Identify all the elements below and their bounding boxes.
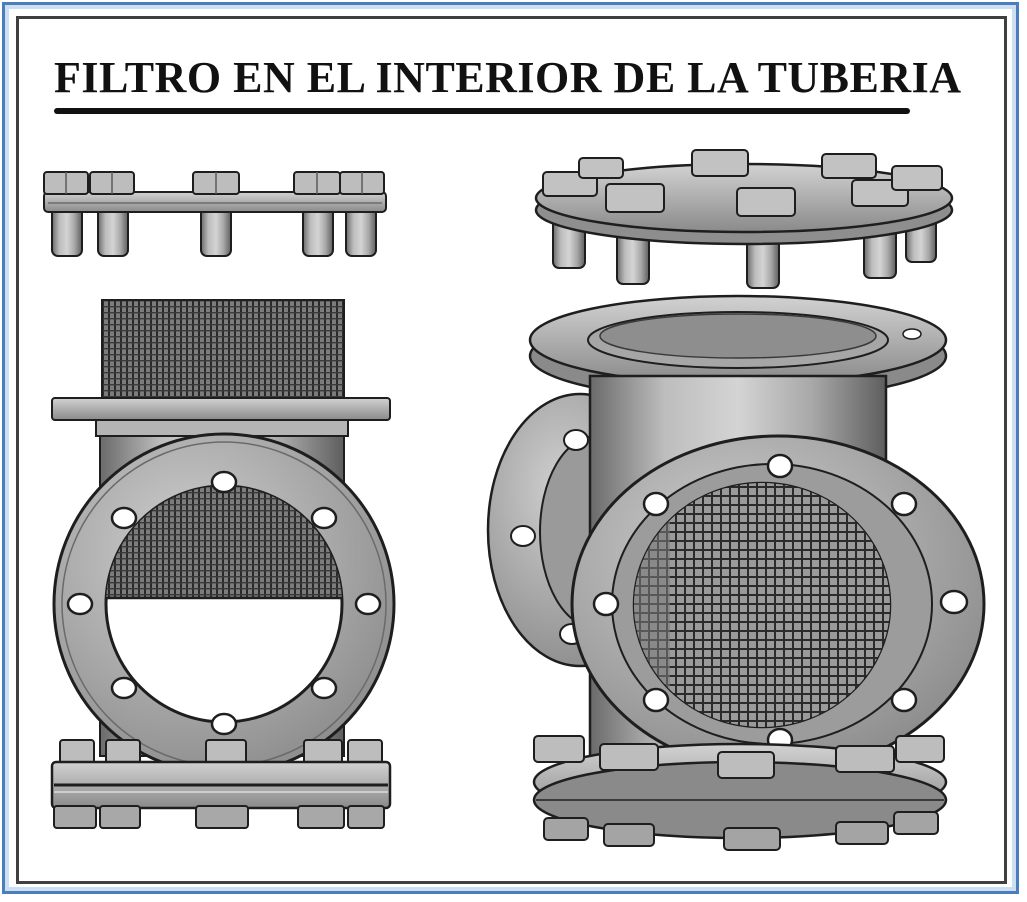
title-underline: [54, 108, 910, 114]
page-title: FILTRO EN EL INTERIOR DE LA TUBERIA: [54, 53, 962, 102]
inner-frame: [16, 16, 1007, 884]
